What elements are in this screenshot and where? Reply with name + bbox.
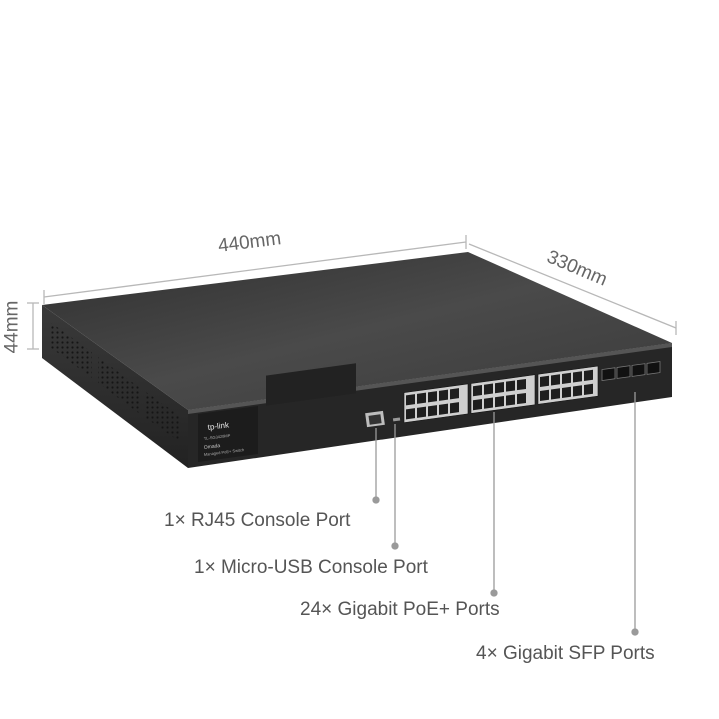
line-label: Omada (204, 443, 221, 451)
side-vent-1 (50, 322, 92, 378)
micro-usb-console-port (392, 417, 401, 422)
side-vent-3 (146, 392, 180, 442)
poe-port-grid (406, 369, 593, 420)
chassis-top (42, 252, 672, 410)
brand-logo: tp-link (207, 420, 230, 432)
side-vent-2 (98, 357, 140, 414)
subtitle-label: Managed PoE+ Switch (204, 447, 245, 457)
sfp-ports (601, 361, 661, 381)
logo-panel (198, 406, 258, 462)
dimension-lines (27, 235, 677, 350)
sfp-ports-label: 4× Gigabit SFP Ports (476, 643, 655, 664)
usb-console-label: 1× Micro-USB Console Port (194, 557, 428, 578)
callout-lines (372, 392, 639, 636)
height-dimension: 44mm (1, 300, 23, 354)
poe-ports-label: 24× Gigabit PoE+ Ports (300, 599, 500, 620)
led-indicators (266, 363, 356, 406)
rj45-console-label: 1× RJ45 Console Port (164, 510, 351, 531)
model-label: TL-SG3428MP (204, 433, 231, 441)
